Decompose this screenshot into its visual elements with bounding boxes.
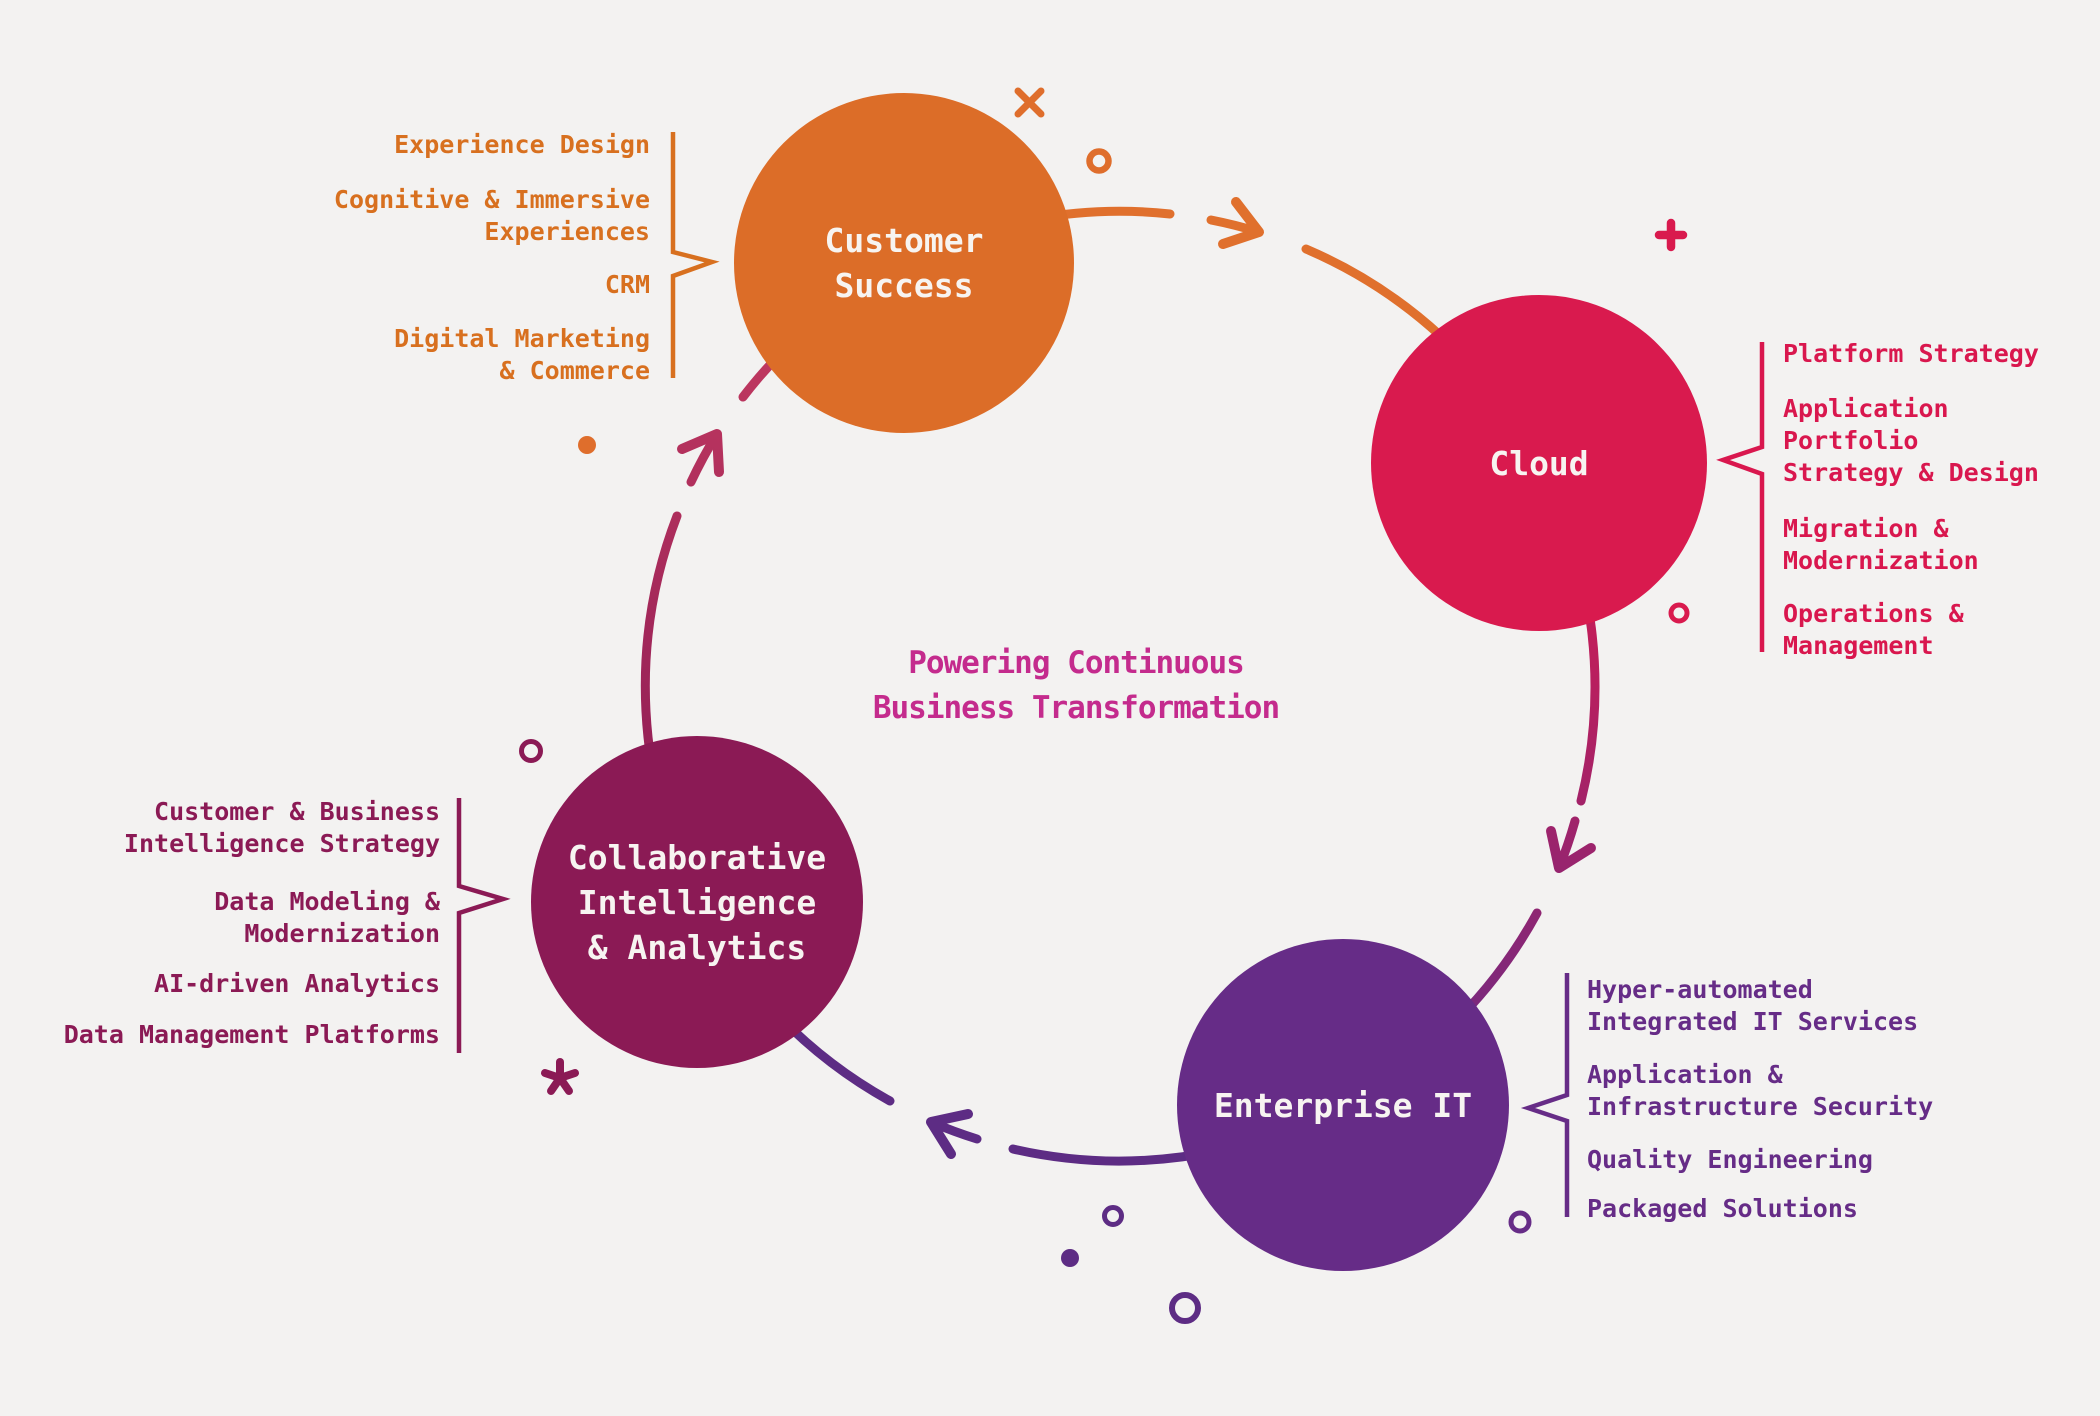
ring-icon (519, 739, 543, 763)
arrowhead-icon (1218, 197, 1264, 249)
ring-icon (1668, 602, 1690, 624)
cloud-label: Cloud (1489, 443, 1589, 483)
decorations (519, 87, 1690, 1324)
dot-icon (1061, 1249, 1079, 1267)
cloud-bracket (1716, 342, 1765, 652)
enterprise-it-label: Enterprise IT (1213, 1085, 1473, 1125)
enterprise-it-circle (1177, 939, 1509, 1271)
asterisk-icon (541, 1058, 579, 1095)
arrowhead-icon (1546, 826, 1596, 873)
customer-success-label: Customer Success (824, 221, 984, 305)
cloud-circle (1371, 295, 1707, 631)
collaborative-circle (531, 736, 863, 1068)
customer-success-circle (734, 93, 1074, 433)
enterprise-it-bracket (1520, 973, 1570, 1217)
plus-icon (1654, 218, 1688, 252)
collaborative-label: Collaborative Intelligence & Analytics (567, 837, 827, 967)
x-icon (1014, 87, 1045, 118)
customer-success-bracket (670, 132, 720, 378)
ring-icon (1508, 1210, 1532, 1234)
dot-icon (578, 436, 596, 454)
arrowhead-icon (926, 1109, 973, 1159)
ring-icon (1086, 148, 1112, 174)
list-brackets (456, 132, 1765, 1217)
ring-icon (1102, 1205, 1124, 1227)
collaborative-bracket (456, 798, 511, 1053)
arrowhead-icon (677, 429, 724, 477)
page-title: Powering Continuous Business Transformat… (872, 645, 1280, 726)
ring-icon (1169, 1292, 1201, 1324)
